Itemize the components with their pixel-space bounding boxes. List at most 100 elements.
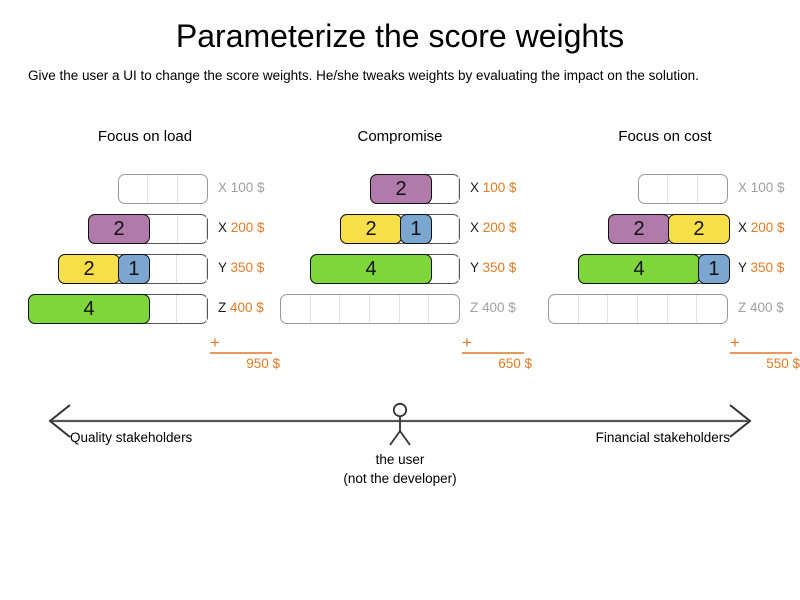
column-total: +550 $: [730, 333, 800, 376]
weight-segment[interactable]: 2: [667, 213, 731, 244]
row-letter: Z: [470, 300, 482, 315]
slider-slot[interactable]: [311, 295, 341, 323]
weight-segment[interactable]: 4: [27, 293, 151, 324]
slider-slot[interactable]: [430, 215, 459, 243]
stick-figure-user-icon: [389, 402, 411, 446]
slider-slot[interactable]: [698, 175, 727, 203]
row-label: X 100 $: [470, 180, 517, 195]
weight-segment[interactable]: 1: [399, 213, 433, 244]
axis-arrow-svg: [48, 402, 752, 446]
slider-slot[interactable]: [177, 255, 207, 283]
weight-slider[interactable]: 4: [27, 293, 208, 324]
user-caption-line2: (not the developer): [343, 471, 457, 486]
slider-slot[interactable]: [178, 175, 207, 203]
slider-slot[interactable]: [148, 175, 178, 203]
row-price: 100 $: [750, 180, 785, 195]
slider-slot[interactable]: [340, 295, 371, 323]
slider-slot[interactable]: [579, 295, 609, 323]
slider-slot[interactable]: [177, 295, 208, 323]
weight-row: 4 Z 400 $: [20, 290, 270, 330]
row-letter: X: [218, 180, 231, 195]
slider-slot[interactable]: [608, 295, 639, 323]
weight-segment[interactable]: 1: [117, 253, 151, 284]
weight-segment[interactable]: 2: [87, 213, 151, 244]
row-label: X 100 $: [218, 180, 265, 195]
row-letter: Z: [738, 300, 750, 315]
slider-slot[interactable]: [429, 295, 459, 323]
page-subtitle: Give the user a UI to change the score w…: [28, 68, 699, 83]
weight-slider[interactable]: [280, 294, 460, 324]
row-label: Z 400 $: [470, 300, 516, 315]
weight-slider[interactable]: 2: [369, 173, 460, 204]
slider-slot[interactable]: [148, 295, 178, 323]
weight-segment[interactable]: 1: [697, 253, 731, 284]
weight-segment[interactable]: 2: [607, 213, 671, 244]
row-letter: Y: [218, 260, 231, 275]
slider-slot[interactable]: [119, 175, 149, 203]
slider-slot[interactable]: [148, 215, 178, 243]
plus-icon: +: [462, 333, 472, 352]
axis-arrow-right-icon: [729, 404, 752, 438]
row-price: 350 $: [482, 260, 517, 275]
row-price: 400 $: [230, 300, 264, 315]
slider-slot[interactable]: [668, 175, 698, 203]
row-label: X 200 $: [218, 220, 265, 235]
row-label: Z 400 $: [218, 300, 264, 315]
row-label: Z 400 $: [738, 300, 784, 315]
weight-segment[interactable]: 4: [309, 253, 433, 284]
plus-icon: +: [210, 333, 220, 352]
page-title: Parameterize the score weights: [175, 18, 625, 54]
row-letter: X: [738, 220, 751, 235]
slider-slot[interactable]: [668, 295, 698, 323]
row-price: 200 $: [230, 220, 265, 235]
weight-slider[interactable]: [548, 294, 728, 324]
row-price: 100 $: [482, 180, 517, 195]
weight-slider[interactable]: 2: [87, 213, 208, 244]
weight-slider[interactable]: 4: [309, 253, 460, 284]
row-price: 350 $: [230, 260, 265, 275]
total-rule: [462, 352, 524, 354]
slider-slot[interactable]: [549, 295, 579, 323]
weight-slider[interactable]: [638, 174, 728, 204]
total-value: 650 $: [498, 356, 532, 371]
column-total: +650 $: [462, 333, 534, 376]
slider-slot[interactable]: [697, 295, 727, 323]
weight-row: Z 400 $: [540, 290, 790, 330]
row-label: X 200 $: [470, 220, 517, 235]
slider-slot[interactable]: [430, 175, 459, 203]
weight-segment[interactable]: 2: [369, 173, 433, 204]
row-label: Y 350 $: [738, 260, 784, 275]
slider-slot[interactable]: [148, 255, 178, 283]
slider-slot[interactable]: [281, 295, 311, 323]
weight-slider[interactable]: [118, 174, 208, 204]
weight-segment[interactable]: 4: [577, 253, 701, 284]
weight-segment[interactable]: 2: [57, 253, 121, 284]
slider-slot[interactable]: [370, 295, 400, 323]
row-letter: Y: [470, 260, 483, 275]
slider-slot[interactable]: [639, 175, 669, 203]
slider-slot[interactable]: [400, 295, 430, 323]
weight-row: 4 Y 350 $: [275, 250, 525, 290]
column-total: +950 $: [210, 333, 282, 376]
weight-segment[interactable]: 2: [339, 213, 403, 244]
row-price: 400 $: [482, 300, 516, 315]
slider-slot[interactable]: [178, 215, 207, 243]
total-rule: [730, 352, 792, 354]
plus-icon: +: [730, 333, 740, 352]
weight-row: 2 X 100 $: [275, 170, 525, 210]
user-caption: the user (not the developer): [0, 450, 800, 488]
axis-arrow-left-icon: [48, 404, 71, 438]
slider-slot[interactable]: [638, 295, 668, 323]
weight-row: X 100 $: [20, 170, 270, 210]
row-price: 400 $: [750, 300, 784, 315]
axis-label-quality: Quality stakeholders: [70, 430, 193, 445]
slider-slot[interactable]: [429, 255, 459, 283]
